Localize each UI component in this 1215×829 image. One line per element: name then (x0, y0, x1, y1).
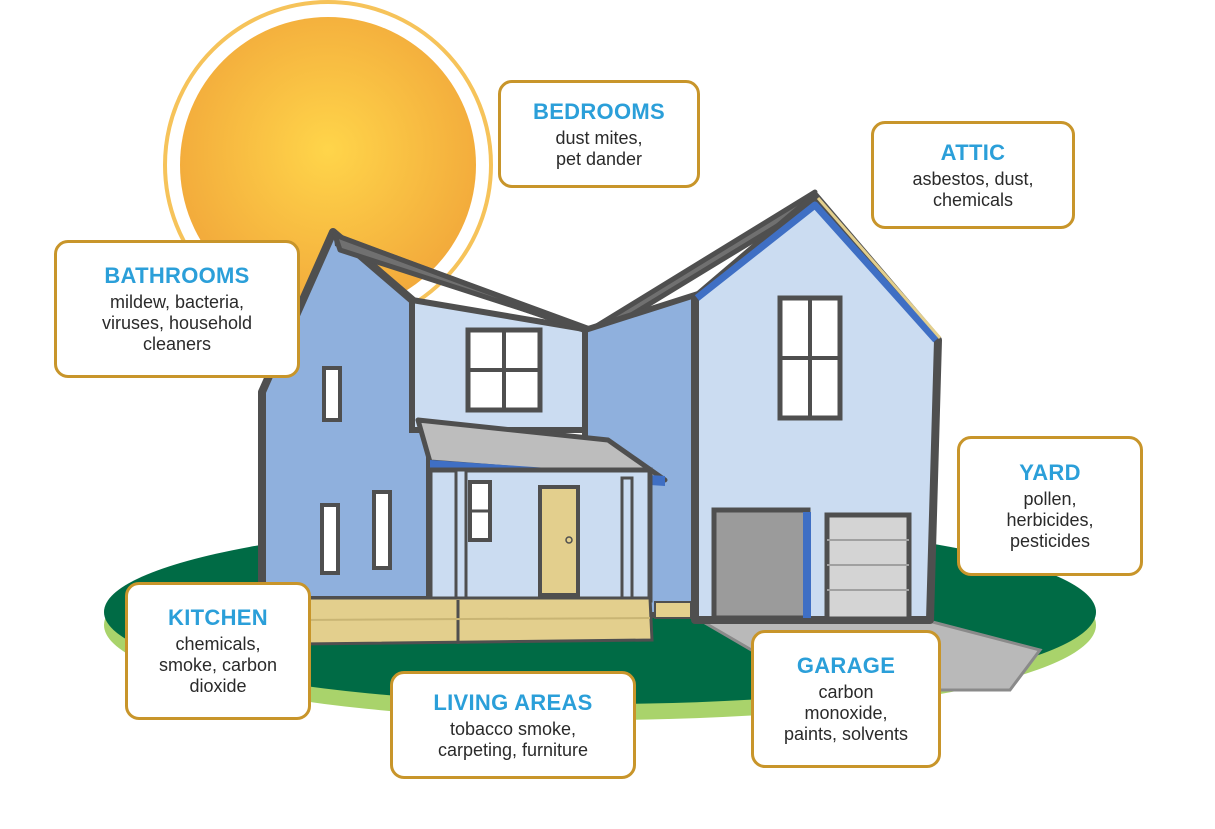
window-upper-middle (465, 327, 543, 413)
label-garage-line: monoxide, (804, 703, 888, 723)
label-kitchen-line: dioxide (189, 676, 247, 696)
label-attic-line: chemicals (932, 189, 1014, 210)
label-garage-line: paints, solvents (783, 724, 909, 744)
label-kitchen-line: smoke, carbon (158, 655, 278, 675)
label-living-areas-title: LIVING AREAS (433, 689, 593, 715)
label-bathrooms-line: mildew, bacteria, (109, 292, 245, 312)
label-attic-line: asbestos, dust, (912, 168, 1034, 189)
label-garage-line: carbon (818, 682, 874, 702)
label-living-areas-line: carpeting, furniture (437, 739, 589, 760)
label-bathrooms-line: cleaners (142, 334, 212, 354)
label-bedrooms-line: dust mites, (555, 127, 643, 148)
windows-left-wall (320, 366, 392, 575)
garage-doors (711, 507, 912, 622)
label-bedrooms-line: pet dander (555, 148, 643, 169)
porch (298, 417, 692, 646)
label-yard: YARD pollen, herbicides, pesticides (957, 436, 1143, 576)
label-attic-title: ATTIC (940, 139, 1006, 165)
label-living-areas-line: tobacco smoke, (449, 718, 577, 739)
label-yard-line: herbicides, (1006, 510, 1094, 530)
label-attic: ATTIC asbestos, dust, chemicals (871, 121, 1075, 229)
label-bedrooms-title: BEDROOMS (533, 98, 665, 124)
label-garage: GARAGE carbon monoxide, paints, solvents (751, 630, 941, 768)
label-kitchen: KITCHEN chemicals, smoke, carbon dioxide (125, 582, 311, 720)
label-garage-title: GARAGE (796, 653, 896, 678)
label-bathrooms-line: viruses, household (101, 313, 253, 333)
label-yard-line: pesticides (1009, 531, 1091, 551)
label-yard-title: YARD (1019, 460, 1081, 485)
label-living-areas: LIVING AREAS tobacco smoke, carpeting, f… (390, 671, 636, 779)
label-kitchen-title: KITCHEN (168, 605, 268, 630)
label-bedrooms: BEDROOMS dust mites, pet dander (498, 80, 700, 188)
label-kitchen-line: chemicals, (175, 634, 261, 654)
label-bathrooms-title: BATHROOMS (104, 263, 250, 288)
label-yard-line: pollen, (1023, 489, 1077, 509)
label-bathrooms: BATHROOMS mildew, bacteria, viruses, hou… (54, 240, 300, 378)
